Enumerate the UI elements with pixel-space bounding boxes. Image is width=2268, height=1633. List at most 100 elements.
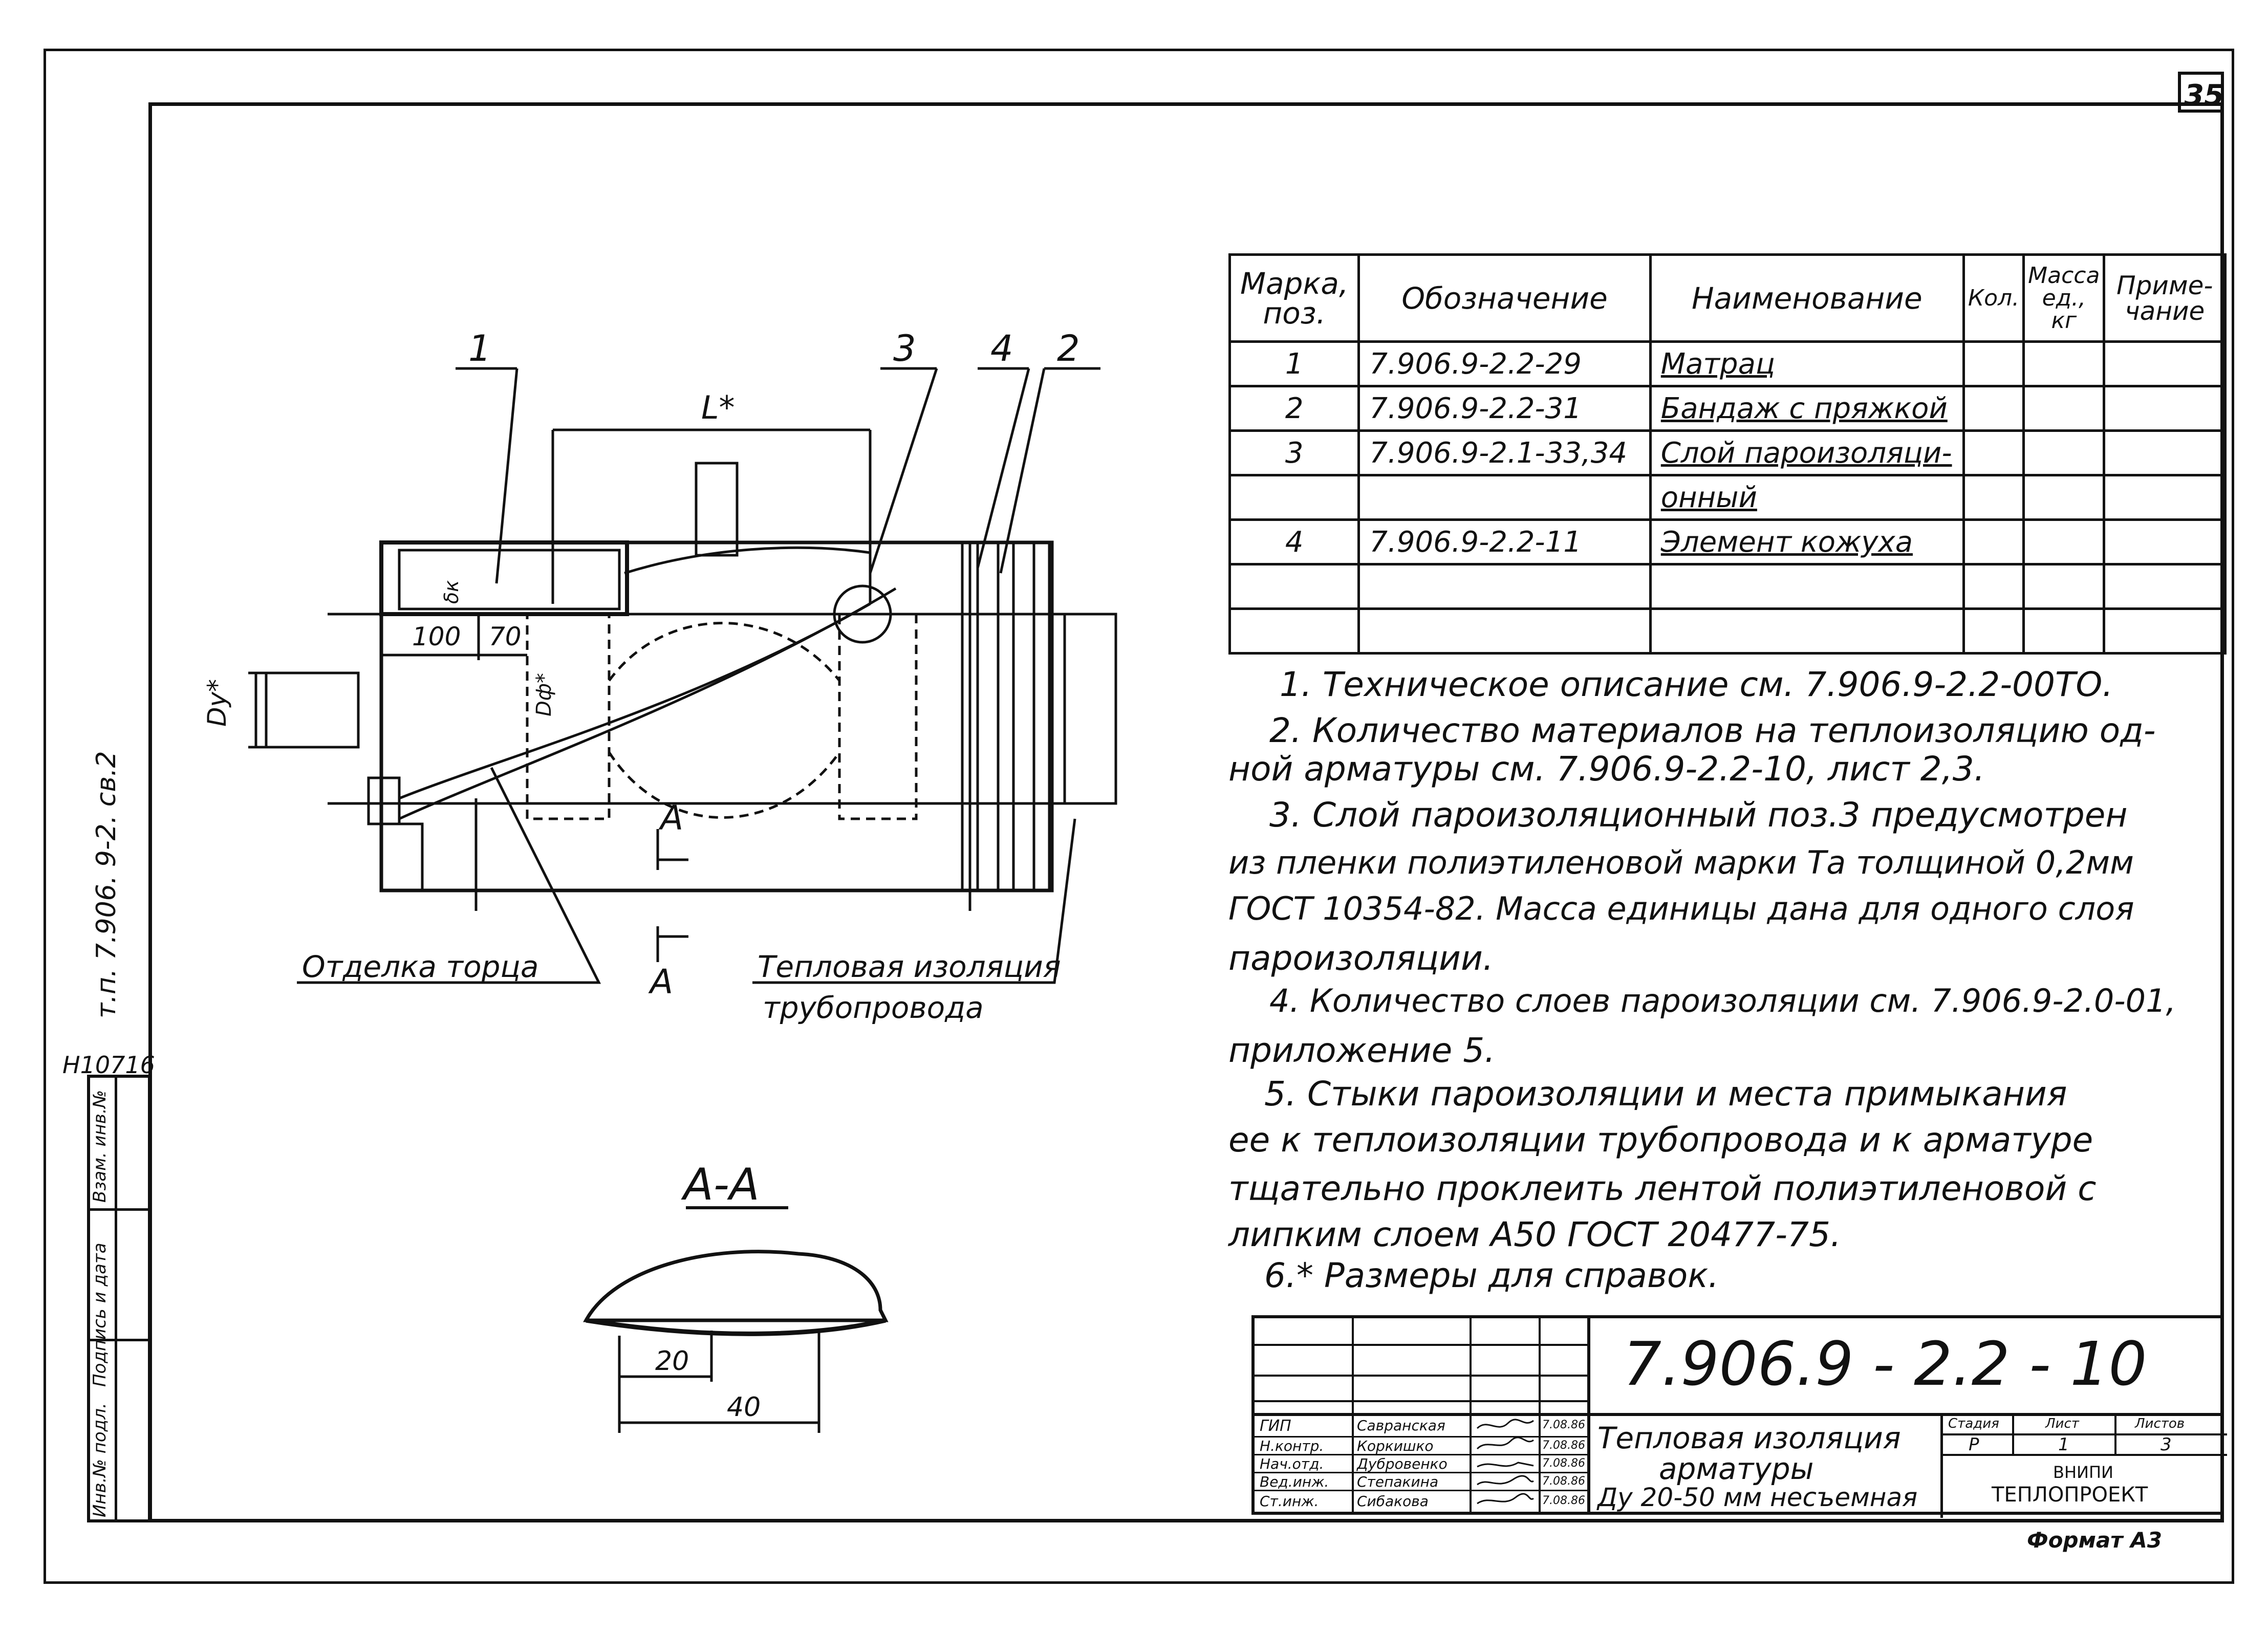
row-designation: 7.906.9-2.2-29 — [1357, 340, 1652, 387]
note-line-6: ГОСТ 10354-82. Масса единицы дана для од… — [1228, 890, 2134, 927]
date-1: 7.08.86 — [1542, 1419, 1585, 1431]
org-name-2: ТЕПЛОПРОЕКТ — [1992, 1483, 2148, 1507]
row-designation: 7.906.9-2.2-11 — [1357, 518, 1652, 565]
name-2: Коркишко — [1357, 1438, 1434, 1454]
inner-frame — [148, 102, 2224, 1522]
signatures — [1476, 1419, 1534, 1505]
sheet-number-box: 35 — [2178, 72, 2224, 113]
dimension-70: 70 — [489, 622, 522, 651]
row-mark: 2 — [1228, 385, 1360, 432]
callout-1: 1 — [468, 328, 491, 369]
date-4: 7.08.86 — [1542, 1475, 1585, 1488]
note-line-4: 3. Слой пароизоляционный поз.3 предусмот… — [1269, 795, 2128, 835]
table-row — [1228, 607, 2227, 655]
sheets-value: 3 — [2161, 1434, 2172, 1455]
note-line-14: 6.* Размеры для справок. — [1264, 1256, 1719, 1295]
spec-header-row: Марка, поз. Обозначение Наименование Кол… — [1228, 253, 2227, 343]
note-line-7: пароизоляции. — [1228, 939, 1494, 978]
name-3: Дубровенко — [1357, 1455, 1448, 1472]
header-designation: Обозначение — [1357, 253, 1652, 343]
section-mark-bottom: A — [650, 962, 674, 1001]
header-qty: Кол. — [1962, 253, 2025, 343]
format-label: Формат А3 — [2027, 1528, 2162, 1553]
title-line-2: арматуры — [1659, 1451, 1814, 1486]
sheets-header: Листов — [2135, 1416, 2185, 1431]
row-designation — [1357, 474, 1652, 521]
header-mark: Марка, поз. — [1228, 253, 1360, 343]
label-pipe-insulation-line2: трубопровода — [763, 990, 984, 1025]
note-line-1: 1. Техническое описание см. 7.906.9-2.2-… — [1280, 665, 2113, 704]
note-line-9: приложение 5. — [1228, 1031, 1496, 1070]
row-name: Слой пароизоляци- — [1649, 429, 1965, 476]
row-name — [1649, 563, 1965, 610]
table-row: онный — [1228, 474, 2227, 521]
section-dim-20: 20 — [655, 1346, 689, 1377]
note-line-13: липким слоем А50 ГОСТ 20477-75. — [1228, 1215, 1841, 1254]
dimension-d: Dф* — [532, 673, 556, 716]
note-line-2: 2. Количество материалов на теплоизоляци… — [1269, 711, 2156, 750]
date-3: 7.08.86 — [1542, 1457, 1585, 1470]
section-title: А-А — [683, 1159, 760, 1210]
note-line-5: из пленки полиэтиленовой марки Та толщин… — [1228, 844, 2134, 881]
row-name: онный — [1649, 474, 1965, 521]
note-line-11: ее к теплоизоляции трубопровода и к арма… — [1228, 1120, 2093, 1160]
date-2: 7.08.86 — [1542, 1439, 1585, 1452]
label-end-finish: Отделка торца — [302, 949, 539, 984]
date-5: 7.08.86 — [1542, 1494, 1585, 1507]
side-stamp — [87, 1075, 151, 1522]
table-row: 2 7.906.9-2.2-31 Бандаж с пряжкой — [1228, 385, 2227, 432]
inventory-code: Н10716 — [62, 1051, 155, 1079]
note-line-3: ной арматуры см. 7.906.9-2.2-10, лист 2,… — [1228, 749, 1985, 789]
dimension-100: 100 — [412, 622, 461, 651]
table-row — [1228, 563, 2227, 610]
row-mark: 3 — [1228, 429, 1360, 476]
role-gip: ГИП — [1260, 1417, 1291, 1435]
row-designation: 7.906.9-2.1-33,34 — [1357, 429, 1652, 476]
role-n-kontr: Н.контр. — [1260, 1438, 1324, 1454]
doc-code: 7.906.9 - 2.2 - 10 — [1623, 1329, 2147, 1399]
row-name: Элемент кожуха — [1649, 518, 1965, 565]
row-name — [1649, 607, 1965, 655]
sheet-header: Лист — [2045, 1416, 2079, 1431]
row-designation: 7.906.9-2.2-31 — [1357, 385, 1652, 432]
section-dim-40: 40 — [727, 1392, 761, 1423]
header-note: Приме- чание — [2103, 253, 2227, 343]
row-mark — [1228, 607, 1360, 655]
row-designation — [1357, 607, 1652, 655]
note-line-12: тщательно проклеить лентой полиэтиленово… — [1228, 1169, 2097, 1208]
dimension-dy: Dy* — [202, 679, 232, 727]
title-line-3: Ду 20-50 мм несъемная — [1597, 1483, 1918, 1512]
sheet-number: 35 — [2184, 79, 2224, 112]
dimension-delta: δк — [440, 580, 463, 604]
note-line-8: 4. Количество слоев пароизоляции см. 7.9… — [1269, 982, 2176, 1019]
row-name: Матрац — [1649, 340, 1965, 387]
table-row: 1 7.906.9-2.2-29 Матрац — [1228, 340, 2227, 387]
name-1: Савранская — [1357, 1417, 1445, 1434]
table-row: 4 7.906.9-2.2-11 Элемент кожуха — [1228, 518, 2227, 565]
sheet-value: 1 — [2058, 1434, 2069, 1455]
title-line-1: Тепловая изоляция — [1597, 1421, 1901, 1455]
row-designation — [1357, 563, 1652, 610]
row-mark: 4 — [1228, 518, 1360, 565]
note-line-10: 5. Стыки пароизоляции и места примыкания — [1264, 1074, 2067, 1114]
name-5: Сибакова — [1357, 1493, 1429, 1510]
row-name: Бандаж с пряжкой — [1649, 385, 1965, 432]
callout-4: 4 — [990, 328, 1013, 369]
label-pipe-insulation-line1: Тепловая изоляция — [758, 949, 1061, 984]
row-mark: 1 — [1228, 340, 1360, 387]
callout-2: 2 — [1057, 328, 1080, 369]
specification-table: Марка, поз. Обозначение Наименование Кол… — [1228, 253, 2227, 655]
row-mark — [1228, 563, 1360, 610]
callout-3: 3 — [893, 328, 916, 369]
stage-header: Стадия — [1948, 1416, 1999, 1431]
name-4: Степакина — [1357, 1473, 1439, 1490]
role-nach-otd: Нач.отд. — [1260, 1455, 1324, 1472]
row-mark — [1228, 474, 1360, 521]
role-ved-inzh: Вед.инж. — [1260, 1473, 1329, 1490]
section-mark-top: A — [660, 798, 684, 838]
table-row: 3 7.906.9-2.1-33,34 Слой пароизоляци- — [1228, 429, 2227, 476]
header-mass: Масса ед., кг — [2022, 253, 2106, 343]
header-name: Наименование — [1649, 253, 1965, 343]
org-name-1: ВНИПИ — [2053, 1463, 2113, 1482]
